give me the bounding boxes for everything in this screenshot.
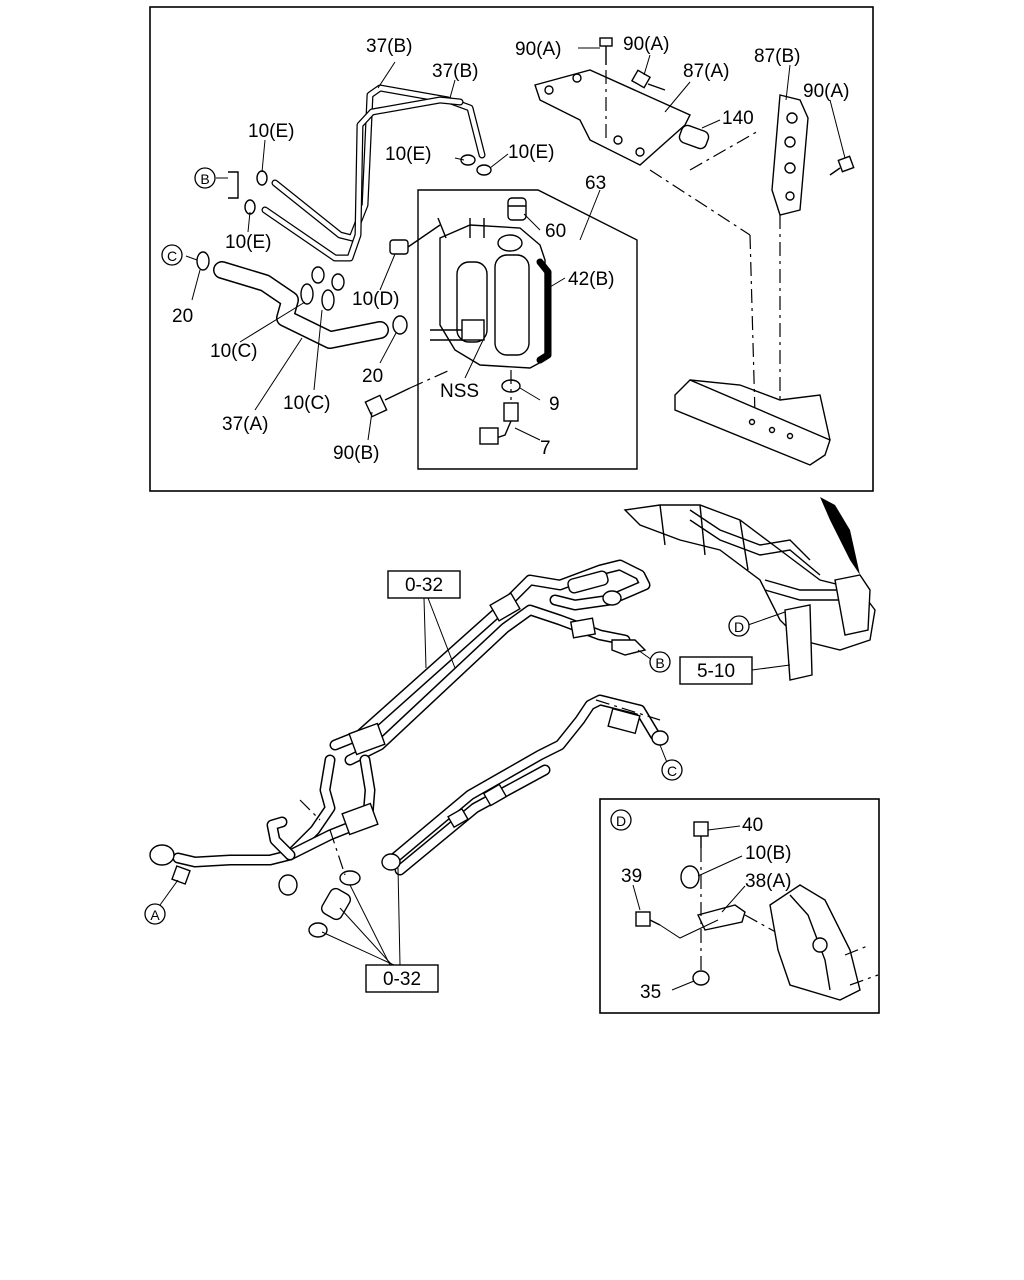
hose-37a xyxy=(213,261,389,349)
frame-rail-top xyxy=(674,379,831,466)
label-37b-b: 37(B) xyxy=(432,61,478,82)
label-63: 63 xyxy=(585,173,606,194)
reservoir-tank xyxy=(430,217,546,369)
label-20-b: 20 xyxy=(362,366,383,387)
frame-detail-right xyxy=(623,497,876,681)
svg-text:D: D xyxy=(734,619,744,635)
reservoir-subframe xyxy=(417,189,638,470)
top-detail-frame xyxy=(149,6,874,492)
circle-marker-c-mid: C xyxy=(661,759,683,781)
label-87a: 87(A) xyxy=(683,61,729,82)
leaders-detail-d xyxy=(632,825,746,991)
pipe-assembly-lower xyxy=(381,694,669,876)
label-9: 9 xyxy=(549,394,560,415)
bolt-90b xyxy=(364,369,451,418)
pipe-assembly-upper xyxy=(149,559,651,896)
label-nss: NSS xyxy=(440,381,479,402)
b-bracket xyxy=(228,171,239,199)
pipe-37b xyxy=(261,84,486,262)
clip-10d xyxy=(389,224,441,255)
label-10e-b: 10(E) xyxy=(385,144,431,165)
label-10b: 10(B) xyxy=(745,843,791,864)
detail-d-parts xyxy=(635,821,879,1001)
svg-text:B: B xyxy=(655,655,664,671)
label-39: 39 xyxy=(621,866,642,887)
clamps xyxy=(196,154,492,335)
ref-box-0-32-upper: 0-32 xyxy=(387,570,461,599)
label-87b: 87(B) xyxy=(754,46,800,67)
svg-text:C: C xyxy=(667,763,677,779)
circle-marker-d-mid: D xyxy=(728,615,750,637)
circle-marker-d-detail: D xyxy=(610,809,632,831)
label-90a-b: 90(A) xyxy=(623,34,669,55)
label-10d: 10(D) xyxy=(352,289,400,310)
callouts-detail-d: 40 10(B) 39 38(A) 35 xyxy=(621,815,791,1003)
label-20-a: 20 xyxy=(172,306,193,327)
svg-text:0-32: 0-32 xyxy=(405,575,443,596)
leaders-top xyxy=(185,47,846,441)
label-7: 7 xyxy=(540,438,551,459)
sensor-7 xyxy=(479,370,521,445)
label-38a: 38(A) xyxy=(745,871,791,892)
svg-text:C: C xyxy=(167,248,177,264)
circle-marker-b-top: B xyxy=(194,167,216,189)
label-60: 60 xyxy=(545,221,566,242)
callouts-top: 37(B) 37(B) 90(A) 90(A) 90(A) 87(A) 87(B… xyxy=(172,34,849,464)
ref-box-0-32-lower: 0-32 xyxy=(365,964,439,993)
svg-text:5-10: 5-10 xyxy=(697,661,735,682)
tube-42b xyxy=(536,258,552,364)
label-90a-a: 90(A) xyxy=(515,39,561,60)
circle-marker-a: A xyxy=(144,903,166,925)
svg-text:0-32: 0-32 xyxy=(383,969,421,990)
label-40: 40 xyxy=(742,815,763,836)
label-10c-a: 10(C) xyxy=(210,341,258,362)
label-37b-a: 37(B) xyxy=(366,36,412,57)
svg-text:B: B xyxy=(200,171,209,187)
circle-marker-c-top: C xyxy=(161,244,183,266)
label-10e-d: 10(E) xyxy=(225,232,271,253)
svg-text:D: D xyxy=(616,813,626,829)
label-10e-a: 10(E) xyxy=(248,121,294,142)
label-42b: 42(B) xyxy=(568,269,614,290)
svg-text:A: A xyxy=(150,907,160,923)
label-10e-c: 10(E) xyxy=(508,142,554,163)
ref-box-5-10: 5-10 xyxy=(679,656,753,685)
brackets-87 xyxy=(534,37,855,416)
leaders-middle xyxy=(159,597,791,966)
label-10c-b: 10(C) xyxy=(283,393,331,414)
label-35: 35 xyxy=(640,982,661,1003)
cap-60 xyxy=(507,197,527,221)
label-140: 140 xyxy=(722,108,754,129)
detail-d-frame xyxy=(599,798,880,1014)
label-90b: 90(B) xyxy=(333,443,379,464)
label-90a-c: 90(A) xyxy=(803,81,849,102)
circle-marker-b-mid: B xyxy=(649,651,671,673)
label-37a: 37(A) xyxy=(222,414,268,435)
